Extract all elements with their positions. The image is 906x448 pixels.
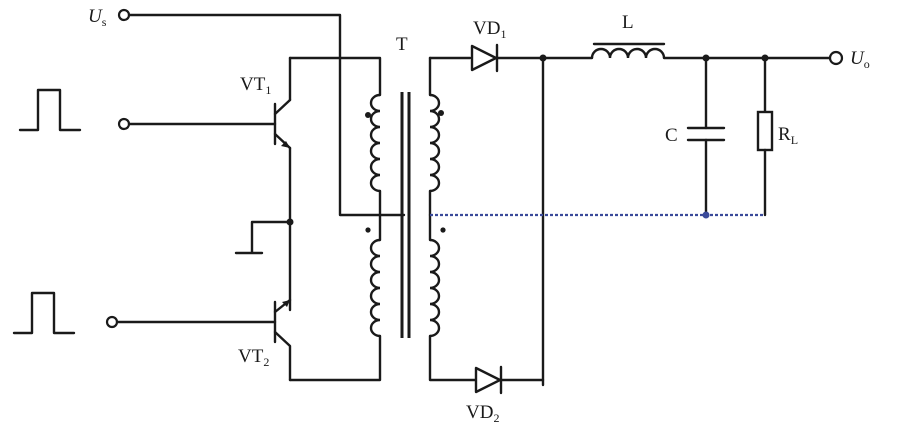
vt1-emitter-arrow-icon — [281, 141, 290, 148]
polarity-dot — [365, 112, 371, 118]
transistor-vt2-label: VT2 — [238, 346, 269, 369]
secondary-lower-winding — [429, 238, 441, 338]
vt2-base-terminal — [105, 315, 119, 329]
capacitor-label: C — [665, 125, 678, 146]
vt2-collector — [273, 330, 292, 382]
junction-node — [702, 211, 710, 219]
diode-vd1-icon — [470, 44, 498, 72]
inductor-label: L — [622, 12, 634, 33]
secondary-bottom-lead — [428, 334, 477, 382]
inductor-coil-icon — [590, 47, 666, 59]
vt1-base-terminal — [117, 117, 131, 131]
polarity-dot — [438, 110, 444, 116]
primary-upper-winding — [369, 93, 381, 193]
transformer-label: T — [396, 34, 408, 55]
secondary-upper-winding — [429, 93, 441, 193]
vt1-collector — [273, 98, 292, 116]
primary-top-lead — [288, 56, 382, 97]
pulse-signal-icon — [12, 291, 76, 335]
diode-vd2-label: VD2 — [466, 402, 499, 425]
polarity-dot — [440, 227, 446, 233]
load-resistor-icon — [756, 110, 774, 152]
input-voltage-label: Us — [88, 6, 107, 29]
output-voltage-label: Uo — [850, 48, 870, 71]
primary-bottom-lead — [288, 334, 382, 382]
pulse-signal-icon — [18, 88, 82, 132]
resistor-label: RL — [778, 124, 798, 147]
diode-vd1-label: VD1 — [473, 18, 506, 41]
transistor-vt1-label: VT1 — [240, 74, 271, 97]
input-supply-wire — [127, 13, 406, 217]
vt2-emitter-arrow-icon — [282, 300, 290, 307]
ground-wire — [250, 220, 292, 254]
diode-vd2-icon — [474, 366, 502, 394]
input-voltage-terminal — [117, 8, 131, 22]
polarity-dot — [365, 227, 371, 233]
primary-lower-winding — [369, 238, 381, 338]
output-voltage-terminal — [828, 50, 844, 66]
